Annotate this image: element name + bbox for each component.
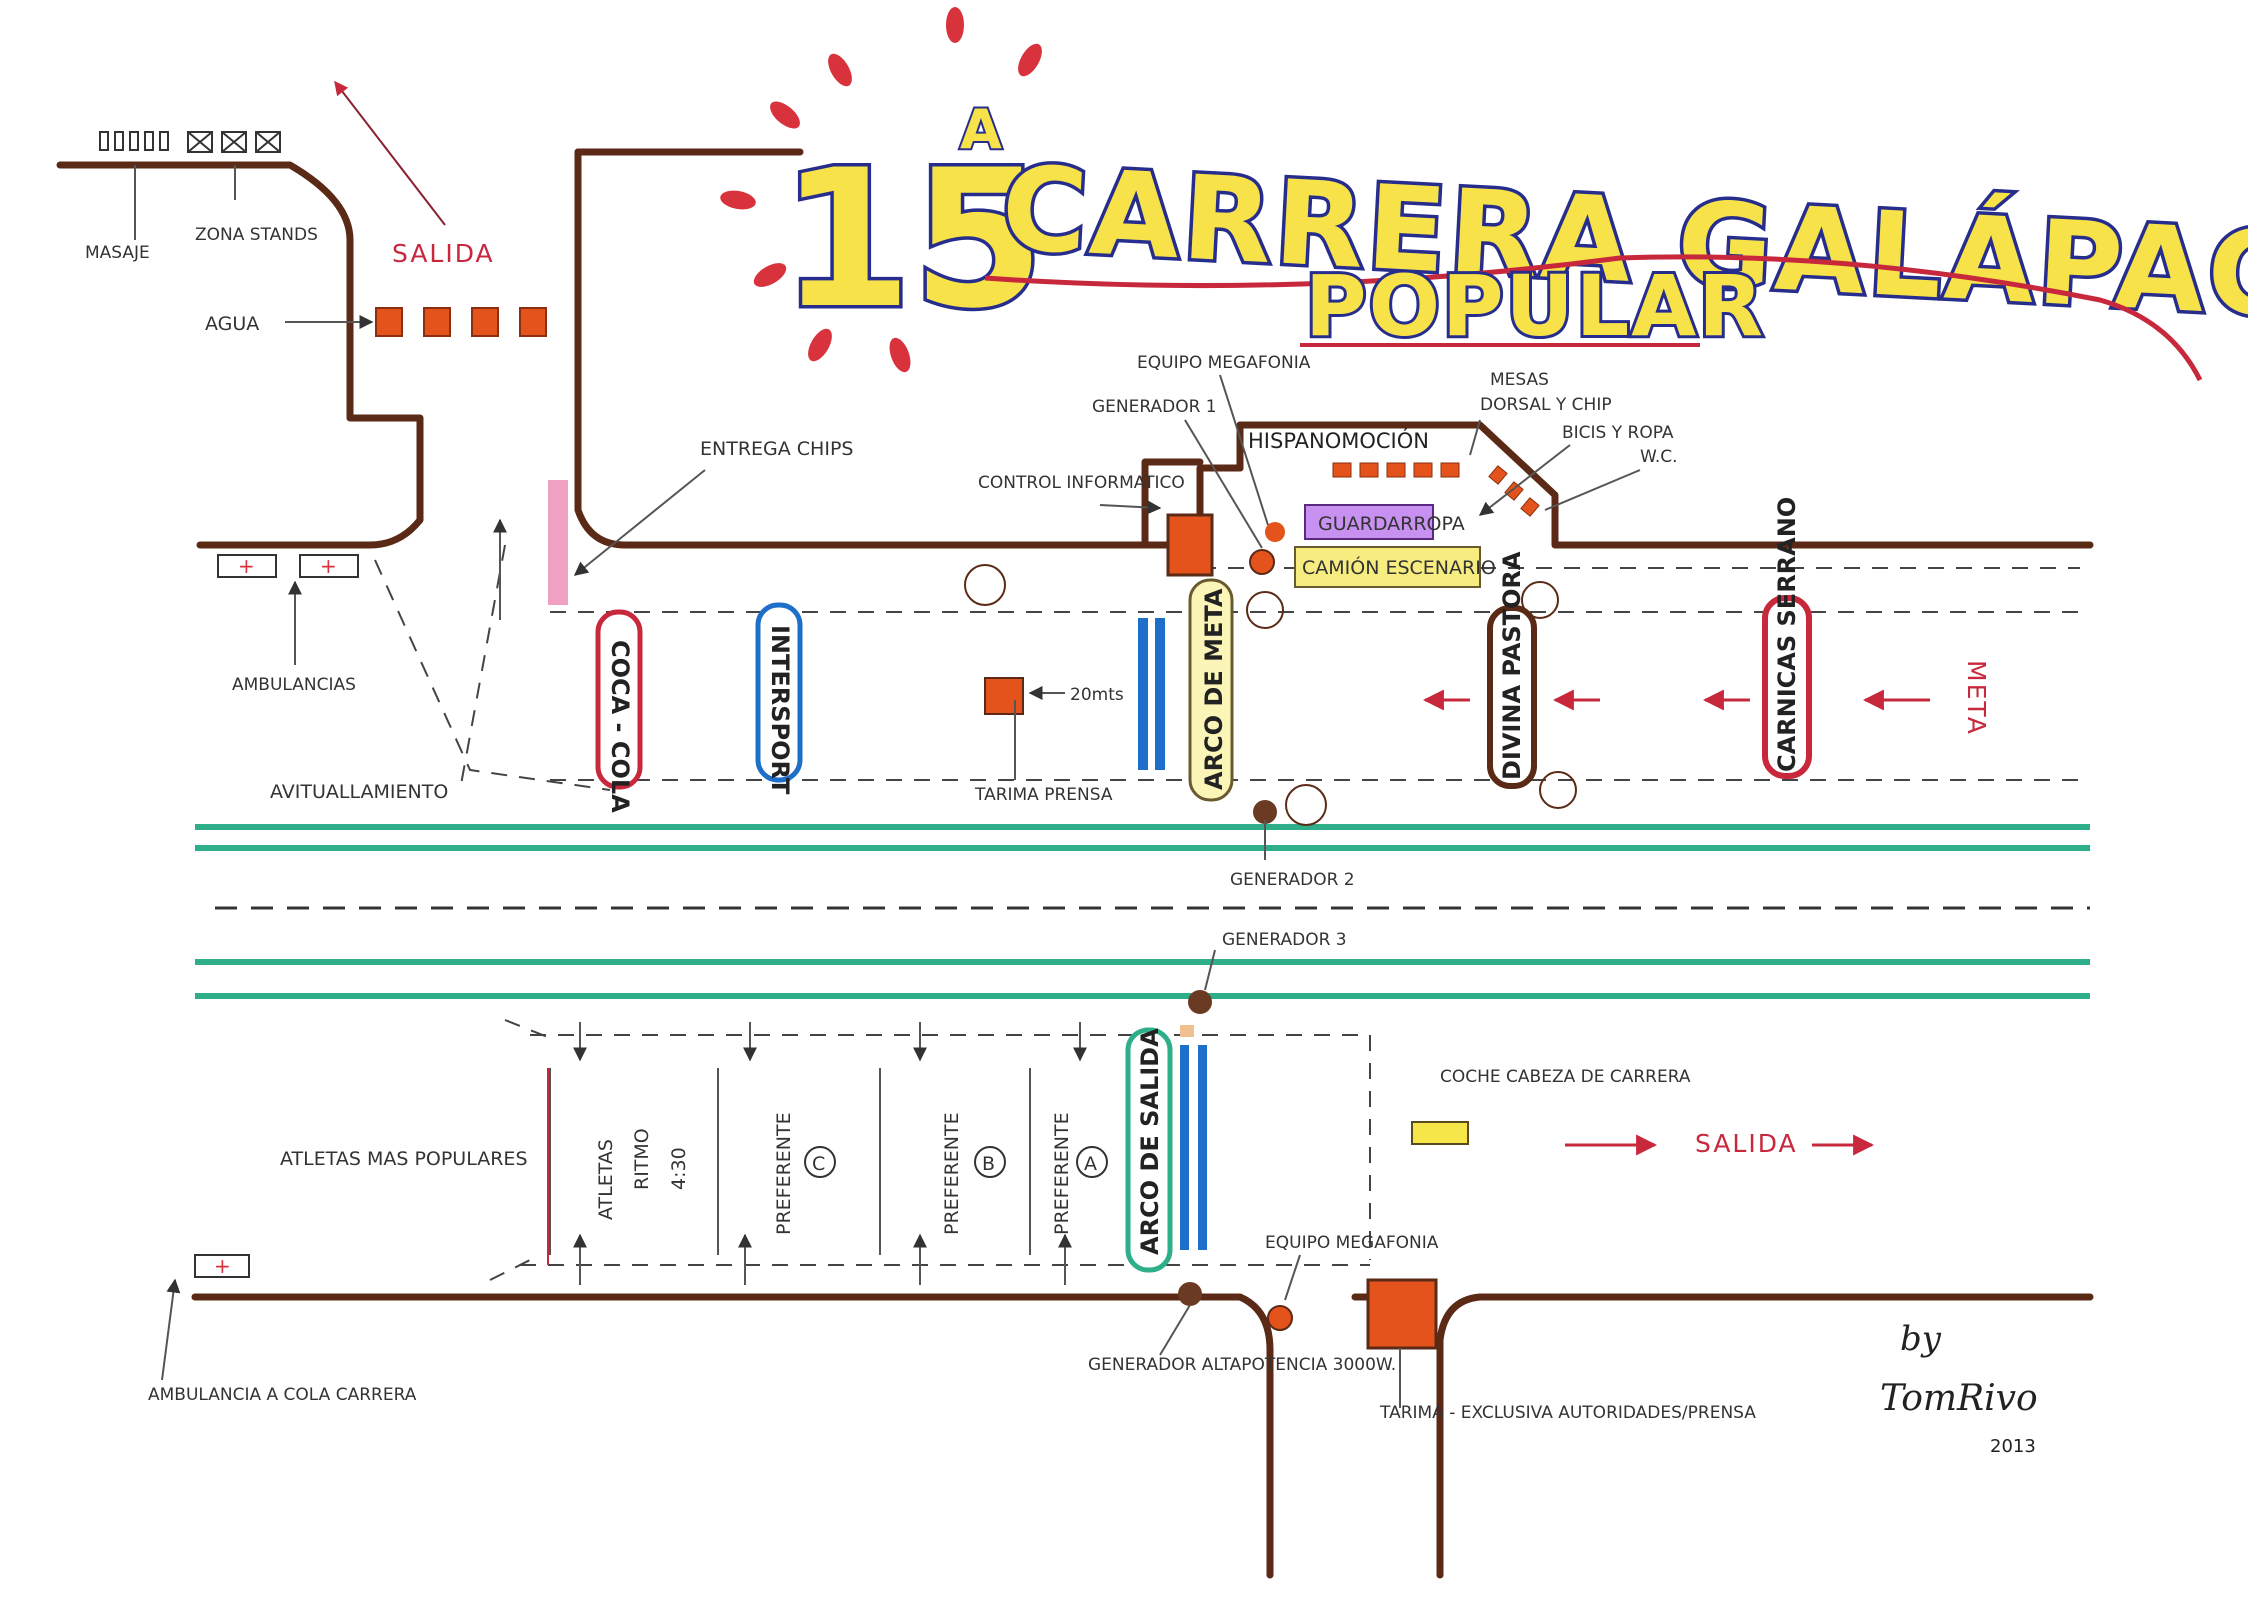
generador-2-label: GENERADOR 2 [1230, 870, 1355, 890]
svg-text:PREFERENTE: PREFERENTE [773, 1112, 795, 1235]
title-block: 15 A CARRERA GALÁPAGOS POPULAR [720, 7, 2248, 382]
guardarropa-box [1304, 504, 1434, 540]
hispanomocion-label: HISPANOMOCIÓN [1248, 428, 1429, 453]
atletas-populares-line: ATLETAS MAS POPULARES [280, 1148, 528, 1170]
start-arch: ARCO DE SALIDA [1125, 1025, 1207, 1273]
svg-text:ATLETAS: ATLETAS [595, 1139, 617, 1220]
corral-preferente-c: PREFERENTE C [773, 1112, 836, 1235]
corral-dividers [549, 1068, 1031, 1255]
finish-arch: ARCO DE META [1138, 578, 1234, 802]
signature-by: by [1900, 1319, 1942, 1359]
svg-text:COCA - COLA: COCA - COLA [606, 640, 634, 813]
entrega-chips-label: ENTREGA CHIPS [700, 438, 853, 460]
ambulance-icons: + + [217, 554, 359, 578]
svg-text:C: C [812, 1153, 825, 1175]
banner-intersport: INTERSPORT [755, 602, 803, 795]
svg-text:4:30: 4:30 [668, 1147, 690, 1190]
press-platform [984, 677, 1024, 715]
ambulancia-cola-label: AMBULANCIA A COLA CARRERA [148, 1385, 417, 1405]
tarima-prensa-label: TARIMA PRENSA [974, 785, 1113, 805]
ambulancias-label: AMBULANCIAS [232, 675, 356, 695]
salida-top-label: SALIDA [392, 239, 495, 268]
control-informatico-label: CONTROL INFORMATICO [978, 473, 1185, 493]
camion-escenario-box [1294, 546, 1481, 588]
dorsal-tables [1332, 462, 1460, 478]
generador-alta-label: GENERADOR ALTAPOTENCIA 3000W. [1088, 1355, 1396, 1375]
megafonia-bottom-dot [1267, 1305, 1293, 1331]
banner-coca-cola: COCA - COLA [595, 609, 643, 813]
tarima-exclusiva-label: TARIMA - EXCLUSIVA AUTORIDADES/PRENSA [1379, 1403, 1756, 1423]
signature-year: 2013 [1990, 1436, 2036, 1457]
generator-high-dot [1178, 1282, 1202, 1306]
corral-ritmo: ATLETAS RITMO 4:30 [595, 1128, 690, 1220]
masaje-label: MASAJE [85, 243, 150, 263]
start-area: ATLETAS MAS POPULARES ATLETAS RITMO 4:30… [148, 930, 1875, 1423]
svg-text:DIVINA PASTORA: DIVINA PASTORA [1498, 551, 1526, 780]
road-markings [195, 824, 2090, 999]
svg-text:PREFERENTE: PREFERENTE [1051, 1112, 1073, 1235]
svg-text:B: B [982, 1153, 995, 1175]
svg-text:RITMO: RITMO [631, 1128, 653, 1190]
svg-text:+: + [320, 554, 337, 578]
salida-top-arrow [334, 80, 446, 226]
massage-tables [99, 131, 169, 151]
camion-escenario-label: CAMIÓN ESCENARIO [1302, 555, 1496, 579]
svg-text:A: A [1084, 1153, 1097, 1175]
signature: by TomRivo 2013 [1880, 1319, 2038, 1457]
control-box [1166, 513, 1214, 577]
street-outlines [56, 148, 2094, 1579]
generador-1-label: GENERADOR 1 [1092, 397, 1217, 417]
avituallamiento-label: AVITUALLAMIENTO [270, 781, 448, 803]
lead-car [1411, 1121, 1469, 1145]
stage-area: CONTROL INFORMATICO EQUIPO MEGAFONIA GEN… [978, 353, 1678, 588]
zona-stands-label: ZONA STANDS [195, 225, 318, 245]
meta-label: META [1962, 660, 1991, 736]
svg-text:+: + [238, 554, 255, 578]
svg-text:INTERSPORT: INTERSPORT [766, 625, 794, 795]
salida-bottom-label: SALIDA [1695, 1129, 1798, 1158]
bicis-ropa-label: BICIS Y ROPA [1562, 423, 1674, 443]
stand-boxes [187, 131, 281, 153]
equipo-megafonia-top-label: EQUIPO MEGAFONIA [1137, 353, 1311, 373]
chip-delivery-desk [548, 480, 568, 605]
finish-area: COCA - COLA INTERSPORT ARCO DE META DIVI… [550, 497, 2080, 890]
top-left-zone: MASAJE ZONA STANDS SALIDA AGUA + + AMBUL… [85, 80, 853, 803]
coche-cabeza-label: COCHE CABEZA DE CARRERA [1440, 1067, 1691, 1087]
corral-preferente-a: PREFERENTE A [1051, 1112, 1108, 1235]
svg-text:PREFERENTE: PREFERENTE [941, 1112, 963, 1235]
corral-preferente-b: PREFERENTE B [941, 1112, 1006, 1235]
agua-label: AGUA [205, 313, 259, 335]
dimension-label: 20mts [1070, 685, 1124, 705]
mesas-label: MESAS [1490, 370, 1549, 390]
svg-text:CARNICAS SERRANO: CARNICAS SERRANO [1773, 497, 1801, 772]
sun-rays-decoration [720, 7, 1042, 373]
corral-flow-arrows [547, 1022, 1087, 1285]
title-underline [984, 254, 2203, 382]
banner-divina-pastora: DIVINA PASTORA [1487, 551, 1537, 789]
banner-carnicas-serrano: CARNICAS SERRANO [1762, 497, 1812, 779]
arco-meta-label: ARCO DE META [1200, 588, 1228, 790]
generador-3-label: GENERADOR 3 [1222, 930, 1347, 950]
generator-1-dot [1249, 549, 1275, 575]
generator-3-dot [1188, 990, 1212, 1014]
title-line2: POPULAR [1305, 257, 1765, 355]
generator-2-dot [1253, 800, 1277, 824]
signature-name: TomRivo [1880, 1378, 2038, 1419]
equipo-megafonia-bottom-label: EQUIPO MEGAFONIA [1265, 1233, 1439, 1253]
title-number: 15 [780, 129, 1044, 350]
svg-text:+: + [214, 1254, 231, 1278]
wc-label: W.C. [1640, 447, 1678, 467]
arco-salida-label: ARCO DE SALIDA [1136, 1028, 1164, 1255]
water-stations [375, 307, 547, 337]
wc-cabins [1488, 465, 1540, 517]
ambulance-tail-icon [194, 1254, 250, 1278]
dorsal-chip-label: DORSAL Y CHIP [1480, 395, 1612, 415]
fan-icons [964, 564, 1577, 826]
title-superscript: A [960, 98, 1002, 161]
guardarropa-label: GUARDARROPA [1318, 513, 1465, 535]
megafonia-dot [1265, 522, 1285, 542]
authorities-platform [1366, 1278, 1438, 1350]
